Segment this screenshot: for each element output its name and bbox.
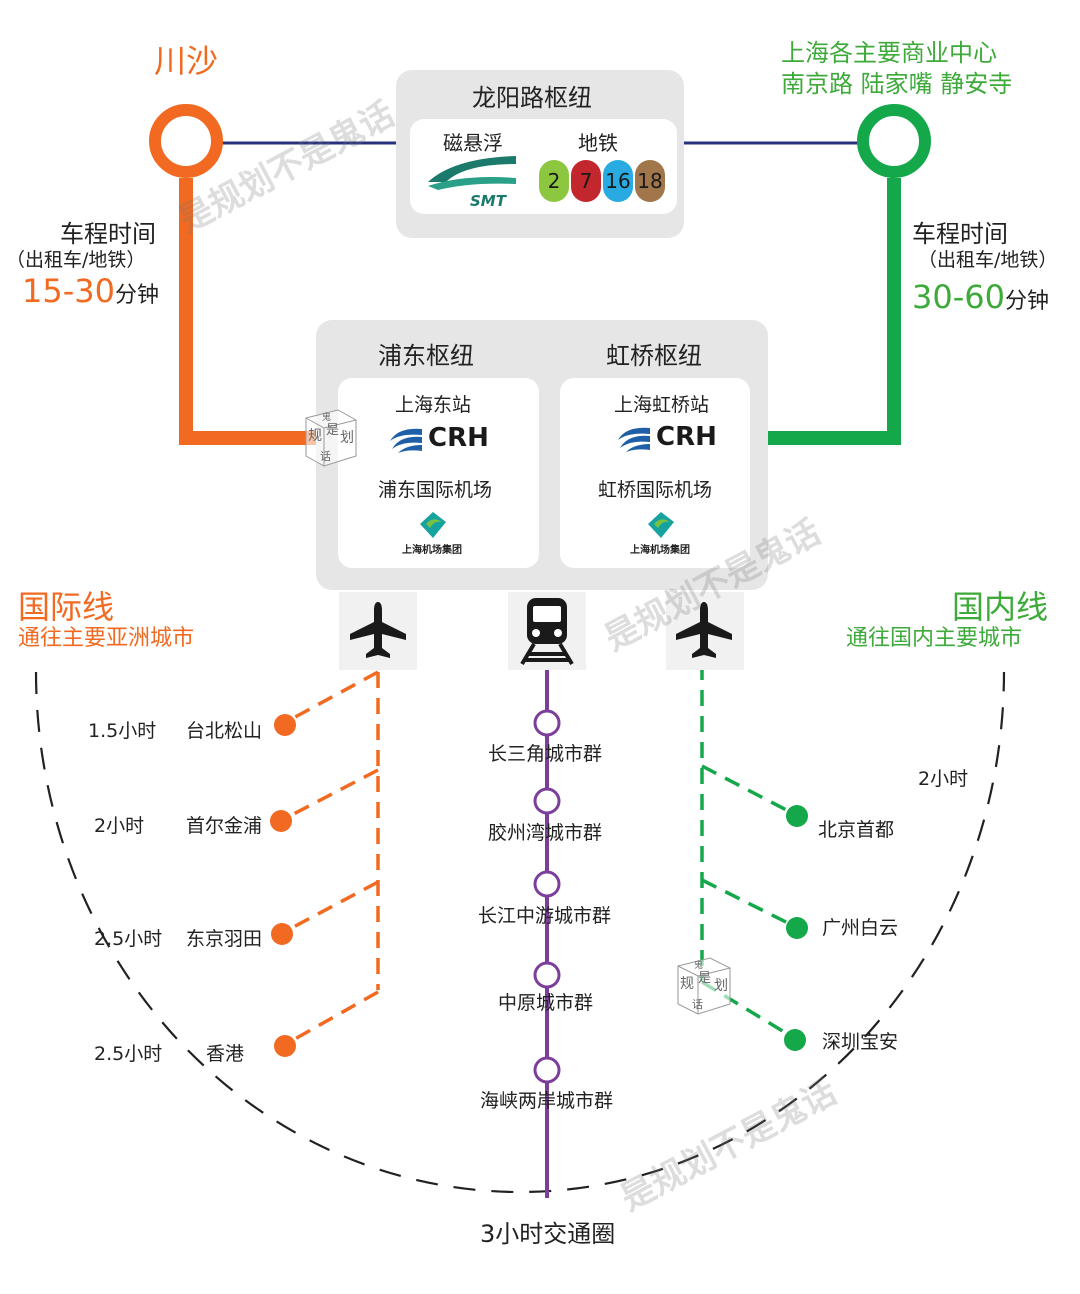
intl-time: 2.5小时 xyxy=(94,928,163,950)
hongqiao-airport: 虹桥国际机场 xyxy=(598,479,713,501)
left-travel-value: 15-30分钟 xyxy=(22,272,159,310)
pudong-airport-logo-text: 上海机场集团 xyxy=(402,545,462,556)
crh-logo-icon xyxy=(618,427,650,452)
intl-city-dot xyxy=(270,810,292,832)
svg-text:鬼: 鬼 xyxy=(694,959,703,971)
pudong-crh-text: CRH xyxy=(428,423,489,453)
svg-text:规: 规 xyxy=(680,976,694,992)
intl-city: 东京羽田 xyxy=(186,928,263,950)
longyang-hub-title: 龙阳路枢纽 xyxy=(472,84,592,112)
intl-city-dot xyxy=(271,923,293,945)
rail-stop xyxy=(533,870,561,898)
domestic-time: 2小时 xyxy=(918,768,969,790)
intl-city-dot xyxy=(274,1035,296,1057)
pudong-airport: 浦东国际机场 xyxy=(378,479,493,501)
smt-maglev-logo: SMT xyxy=(428,156,516,210)
svg-text:话: 话 xyxy=(692,998,703,1011)
svg-text:话: 话 xyxy=(320,450,331,463)
intl-city-dot xyxy=(274,714,296,736)
domestic-subtitle: 通往国内主要城市 xyxy=(846,626,1023,651)
rail-stop xyxy=(533,961,561,989)
rail-destination: 长三角城市群 xyxy=(488,743,603,765)
three-hour-circle-label: 3小时交通圈 xyxy=(480,1220,616,1248)
rail-destination: 胶州湾城市群 xyxy=(488,822,603,844)
shanghai-airport-logo-icon xyxy=(648,512,674,538)
intl-city: 首尔金浦 xyxy=(186,815,263,837)
watermark-stamp-icon: 规是 划鬼 话 xyxy=(305,409,357,467)
domestic-city-dot xyxy=(786,805,808,827)
right-travel-label: 车程时间 xyxy=(912,220,1008,248)
rail-destination: 中原城市群 xyxy=(498,992,594,1014)
intl-city: 香港 xyxy=(206,1043,245,1065)
hongqiao-station: 上海虹桥站 xyxy=(614,394,710,416)
business-center-node xyxy=(857,104,931,178)
business-center-title-line2: 南京路 陆家嘴 静安寺 xyxy=(781,70,1013,98)
metro-line-badge: 2 xyxy=(539,160,569,202)
domestic-city: 深圳宝安 xyxy=(822,1031,899,1053)
left-travel-sub: （出租车/地铁） xyxy=(6,249,146,271)
airplane-icon xyxy=(350,602,406,658)
pudong-card xyxy=(338,378,539,568)
svg-text:是: 是 xyxy=(698,971,711,986)
hongqiao-airport-logo-text: 上海机场集团 xyxy=(630,545,690,556)
svg-text:划: 划 xyxy=(340,430,354,446)
intl-routes xyxy=(281,670,380,1046)
right-travel-sub: （出租车/地铁） xyxy=(918,249,1058,271)
shanghai-airport-logo-icon xyxy=(420,512,446,538)
svg-text:是: 是 xyxy=(326,423,339,438)
rail-stop xyxy=(533,1056,561,1084)
domestic-city-dot xyxy=(786,917,808,939)
rail-stop xyxy=(533,709,561,737)
right-travel-value: 30-60分钟 xyxy=(912,278,1049,316)
pudong-hub-title: 浦东枢纽 xyxy=(378,342,474,370)
hongqiao-crh-text: CRH xyxy=(656,422,717,452)
metro-line-badge: 16 xyxy=(603,160,633,202)
chuansha-node xyxy=(149,104,223,178)
green-route xyxy=(768,178,901,445)
metro-line-badge: 18 xyxy=(635,160,665,202)
domestic-city-dot xyxy=(784,1029,806,1051)
pudong-station: 上海东站 xyxy=(395,394,472,416)
rail-stop xyxy=(533,787,561,815)
domestic-city: 广州白云 xyxy=(822,917,899,939)
intl-city: 台北松山 xyxy=(186,720,263,742)
business-center-title-line1: 上海各主要商业中心 xyxy=(781,39,997,67)
crh-logo-icon xyxy=(390,428,422,453)
domestic-routes xyxy=(700,664,795,1040)
hongqiao-card xyxy=(560,378,750,568)
svg-text:SMT: SMT xyxy=(470,192,508,210)
maglev-label: 磁悬浮 xyxy=(443,131,503,155)
svg-text:鬼: 鬼 xyxy=(322,411,331,423)
svg-text:规: 规 xyxy=(308,428,322,444)
rail-destination: 海峡两岸城市群 xyxy=(480,1090,614,1112)
watermark-stamp-icon: 规是 划鬼 话 xyxy=(677,957,731,1015)
domestic-city: 北京首都 xyxy=(818,819,895,841)
airplane-icon xyxy=(676,602,732,658)
intl-time: 1.5小时 xyxy=(88,720,157,742)
chuansha-label: 川沙 xyxy=(154,42,219,80)
intl-title: 国际线 xyxy=(18,588,115,626)
domestic-title: 国内线 xyxy=(952,588,1049,626)
hongqiao-hub-title: 虹桥枢纽 xyxy=(606,342,702,370)
train-icon xyxy=(520,598,574,666)
left-travel-label: 车程时间 xyxy=(60,220,156,248)
intl-subtitle: 通往主要亚洲城市 xyxy=(18,626,195,651)
svg-text:划: 划 xyxy=(714,978,728,994)
metro-line-badge: 7 xyxy=(571,160,601,202)
intl-time: 2.5小时 xyxy=(94,1043,163,1065)
rail-stops xyxy=(533,709,561,1084)
intl-time: 2小时 xyxy=(94,815,145,837)
rail-destination: 长江中游城市群 xyxy=(478,905,612,927)
orange-route xyxy=(179,178,320,445)
metro-label: 地铁 xyxy=(578,131,618,155)
